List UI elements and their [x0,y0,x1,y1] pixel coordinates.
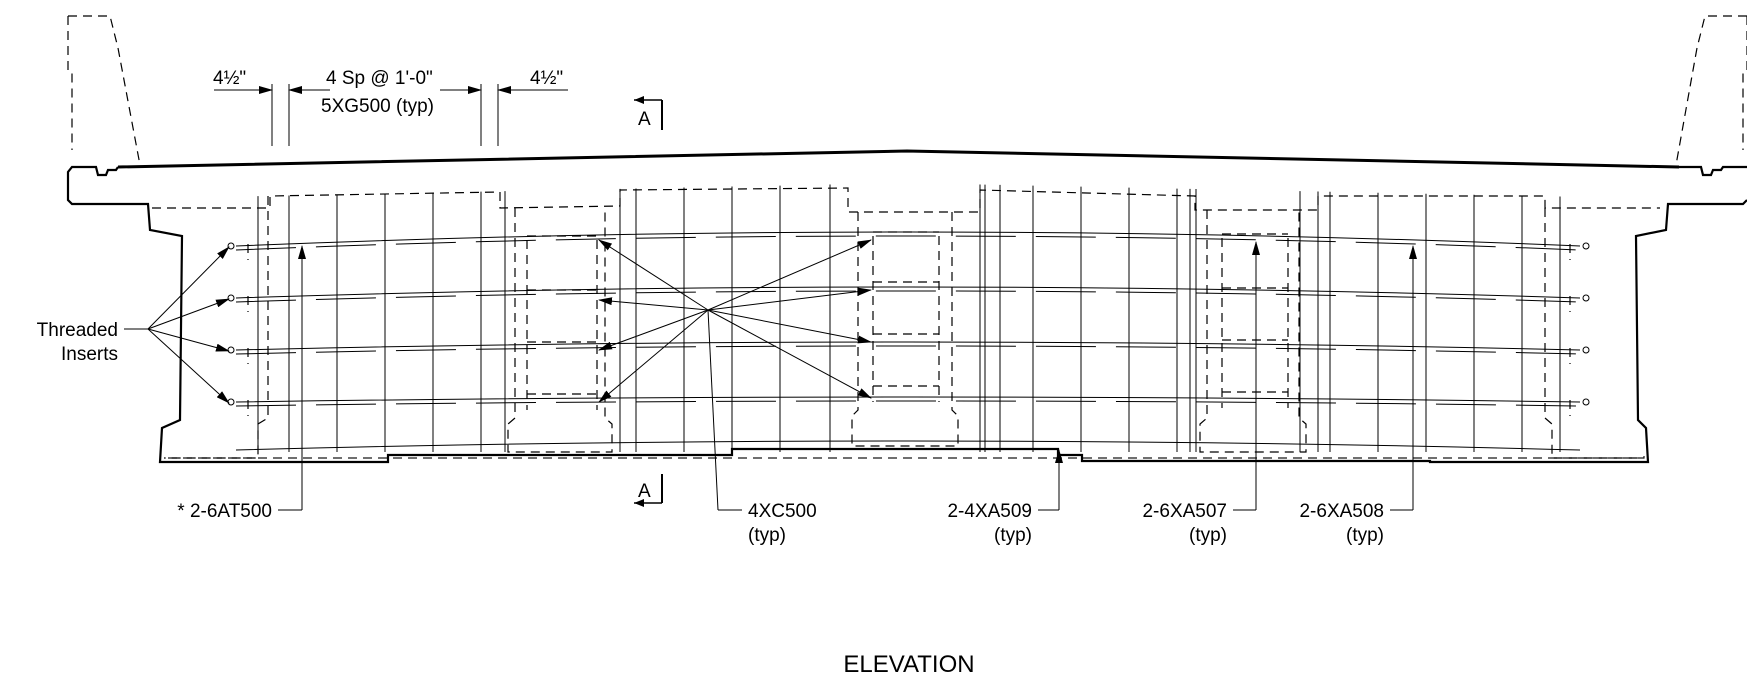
longitudinal-bar-lap [235,290,1581,303]
deck-top-surface [117,149,1680,169]
threaded-insert-left [227,242,235,250]
threaded-insert-left [227,398,235,406]
label-xc500: 4XC500 [748,501,817,522]
callout-xc500: 4XC500 (typ) [598,239,872,546]
section-label-top: A [638,109,651,130]
top-dimension: 4½" 4 Sp @ 1'-0" 5XG500 (typ) 4½" [213,68,568,146]
threaded-insert-left [227,294,235,302]
threaded-insert-right [1582,294,1590,302]
longitudinal-bar [235,286,1581,299]
dim-right-end: 4½" [530,68,563,89]
label-xa508: 2-6XA508 [1299,501,1384,522]
label-threaded: Threaded [37,320,118,341]
callout-xa507: 2-6XA507 (typ) [1142,241,1260,546]
dim-left-end: 4½" [213,68,246,89]
drawing-title: ELEVATION [843,651,974,678]
left-barrier-outline [67,15,141,166]
threaded-insert-left [227,346,235,354]
stirrup-bars [257,184,1561,452]
callout-threaded-inserts: Threaded Inserts [37,246,230,404]
section-marker-bottom: A [634,474,663,507]
callout-at500: * 2-6AT500 [177,245,306,522]
threaded-insert-right [1582,346,1590,354]
longitudinal-bar [235,396,1581,403]
longitudinal-bar [235,341,1581,351]
section-label-bottom: A [638,481,651,502]
beam-outline [66,165,1747,464]
right-barrier-outline [1675,15,1747,166]
dim-spacing-bar: 5XG500 (typ) [321,96,434,117]
label-xc500-typ: (typ) [748,525,786,546]
label-at500: * 2-6AT500 [177,501,272,522]
dim-spacing: 4 Sp @ 1'-0" [326,68,433,89]
label-xa509-typ: (typ) [994,525,1032,546]
label-xa507: 2-6XA507 [1142,501,1227,522]
section-marker-top: A [634,96,663,130]
threaded-insert-marks [227,242,1590,406]
internal-void-outlines [152,187,1660,459]
threaded-insert-right [1582,398,1590,406]
label-inserts: Inserts [61,344,118,365]
bottom-bar [235,440,1581,451]
callout-xa508: 2-6XA508 (typ) [1299,245,1417,546]
callout-xa509: 2-4XA509 (typ) [947,449,1063,546]
label-xa507-typ: (typ) [1189,525,1227,546]
longitudinal-bar [235,231,1581,247]
threaded-insert-right [1582,242,1590,250]
longitudinal-bar-lap [235,400,1581,407]
longitudinal-bar-lap [235,345,1581,355]
label-xa509: 2-4XA509 [947,501,1032,522]
label-xa508-typ: (typ) [1346,525,1384,546]
longitudinal-bar-lap [235,235,1581,251]
longitudinal-bars [235,231,1581,451]
